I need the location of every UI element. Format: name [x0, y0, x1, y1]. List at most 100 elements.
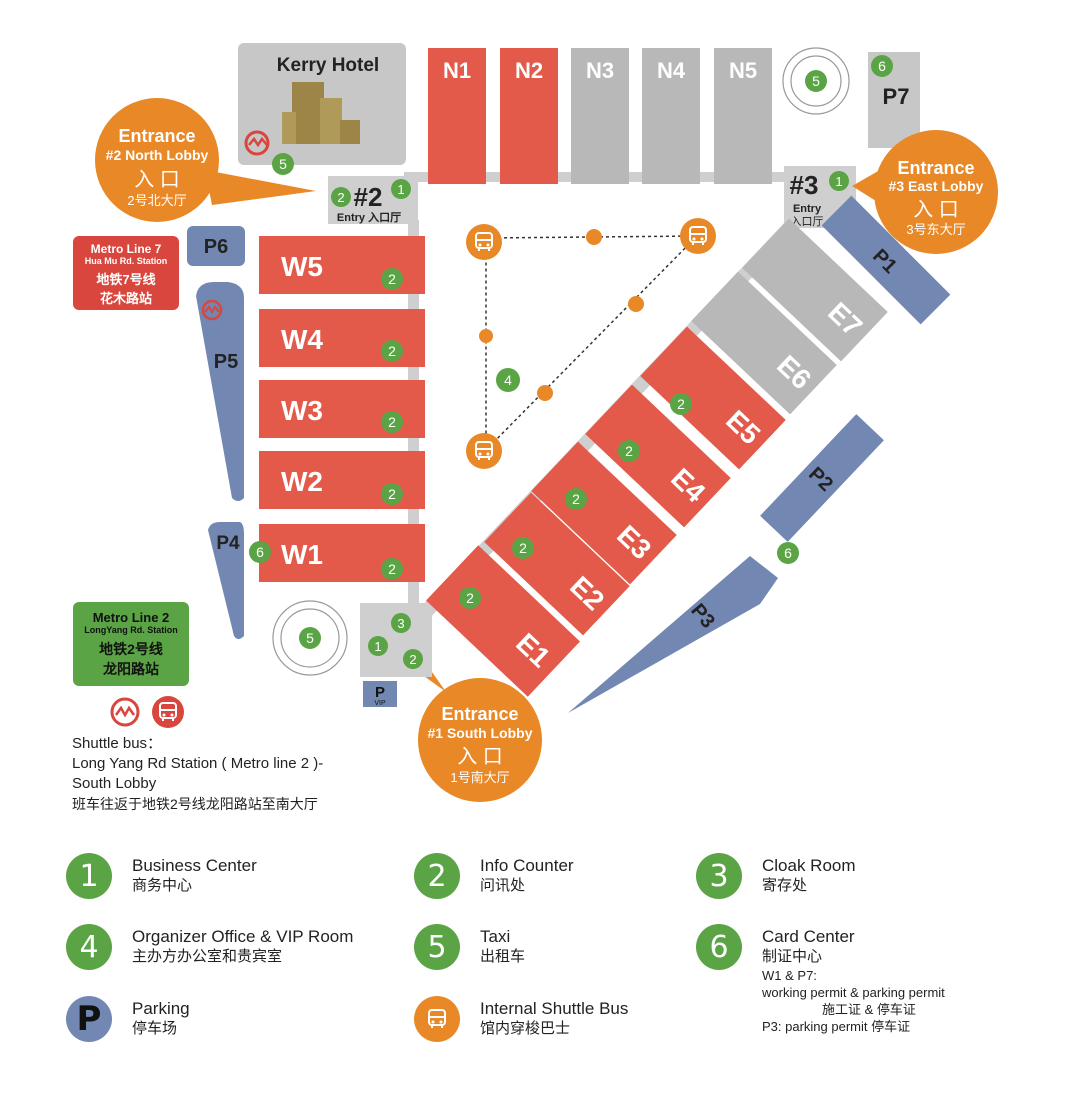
shuttle-bus-icon	[414, 996, 460, 1042]
svg-text:2: 2	[519, 540, 527, 556]
svg-text:2: 2	[625, 443, 633, 459]
hall-e2[interactable]	[484, 492, 630, 636]
svg-text:2: 2	[466, 590, 474, 606]
hall-w3-label: W3	[281, 395, 323, 426]
hall-n2[interactable]	[500, 48, 558, 184]
svg-text:2: 2	[388, 343, 396, 359]
card-center-p7-marker	[871, 55, 893, 77]
hall-n5[interactable]	[714, 48, 772, 184]
metro-logo-icon	[244, 130, 270, 156]
number-3-icon: 3	[696, 853, 742, 899]
hall-w5-label: W5	[281, 251, 323, 282]
north-halls: N1 N2 N3 N4 N5	[428, 48, 772, 184]
vip-parking[interactable]	[363, 681, 397, 707]
entry-3-cn: 入口厅	[791, 216, 824, 228]
shuttle-bus-note: Shuttle bus： Long Yang Rd Station ( Metr…	[72, 735, 324, 812]
hall-n1[interactable]	[428, 48, 486, 184]
hall-e6[interactable]	[691, 271, 837, 415]
metro-logo-icon-p5	[201, 299, 223, 321]
svg-text:2: 2	[677, 396, 685, 412]
parking-p3[interactable]	[568, 556, 778, 713]
hotel-label: Kerry Hotel	[277, 55, 379, 76]
svg-text:P: P	[375, 684, 385, 701]
hall-e5[interactable]	[640, 326, 786, 470]
svg-text:4: 4	[504, 372, 512, 388]
svg-text:入 口: 入 口	[457, 746, 503, 768]
hall-e1[interactable]	[426, 545, 580, 697]
hall-e3[interactable]	[531, 441, 677, 585]
entry-3-number: #3	[790, 170, 819, 200]
svg-text:Entrance: Entrance	[441, 704, 518, 724]
svg-text:2: 2	[388, 271, 396, 287]
parking-p6-label: P6	[204, 236, 228, 258]
organizer-office-marker	[496, 368, 520, 392]
entry-2-number: #2	[354, 182, 383, 212]
entrance-north-bubble[interactable]: Entrance #2 North Lobby 入 口 2号北大厅	[95, 98, 316, 222]
parking-p4[interactable]	[208, 522, 244, 639]
entrance-east-bubble[interactable]: Entrance #3 East Lobby 入 口 3号东大厅	[852, 130, 998, 254]
svg-text:2: 2	[388, 414, 396, 430]
parking-p2[interactable]	[760, 414, 884, 542]
parking-p5-label: P5	[214, 351, 238, 373]
svg-text:1: 1	[374, 639, 381, 654]
parking-p6[interactable]	[187, 226, 245, 266]
svg-text:6: 6	[878, 58, 886, 74]
shuttle-stop-icon	[466, 433, 502, 469]
number-1-icon: 1	[66, 853, 112, 899]
taxi-stand-south: 5	[272, 600, 348, 676]
hall-e7[interactable]	[742, 218, 888, 362]
svg-text:2: 2	[409, 652, 416, 667]
metro-line-7-box: Metro Line 7 Hua Mu Rd. Station 地铁7号线 花木…	[73, 236, 179, 310]
internal-shuttle-route: 4	[466, 218, 716, 469]
parking-p5[interactable]	[196, 282, 244, 501]
hall-e4[interactable]	[585, 384, 731, 528]
metro-logo-icon-shuttle	[110, 697, 140, 727]
shuttle-stop-icon	[680, 218, 716, 254]
svg-text:入 口: 入 口	[134, 169, 180, 191]
parking-p4-label: P4	[216, 533, 240, 554]
svg-text:6: 6	[784, 545, 792, 561]
svg-text:Entrance: Entrance	[897, 158, 974, 178]
bus-icon-shuttle	[152, 696, 184, 728]
entry-3-label: Entry	[793, 203, 822, 215]
hall-n1-label: N1	[443, 58, 471, 83]
east-halls: E1 E2 E3 E4 E5 E6 E7 2 2 2 2 2	[426, 218, 888, 697]
hall-w1-label: W1	[281, 539, 323, 570]
number-4-icon: 4	[66, 924, 112, 970]
svg-text:2: 2	[572, 491, 580, 507]
metro-line-2-box: Metro Line 2 LongYang Rd. Station 地铁2号线 …	[73, 602, 189, 686]
svg-text:1号南大厅: 1号南大厅	[450, 770, 509, 785]
svg-text:3: 3	[397, 616, 404, 631]
entrance-south-bubble[interactable]: Entrance #1 South Lobby 入 口 1号南大厅	[418, 672, 542, 802]
svg-text:2号北大厅: 2号北大厅	[127, 193, 186, 208]
hall-n2-label: N2	[515, 58, 543, 83]
shuttle-stop-icon	[466, 224, 502, 260]
svg-text:#2 North Lobby: #2 North Lobby	[106, 147, 209, 163]
hall-w2-label: W2	[281, 466, 323, 497]
svg-text:5: 5	[279, 156, 287, 172]
svg-text:1: 1	[835, 174, 842, 189]
svg-text:6: 6	[256, 544, 264, 560]
svg-text:2: 2	[388, 561, 396, 577]
parking-p7-label: P7	[883, 84, 910, 109]
svg-text:1: 1	[397, 182, 404, 197]
number-2-icon: 2	[414, 853, 460, 899]
taxi-stand-north: 5	[782, 47, 850, 115]
svg-text:#3 East Lobby: #3 East Lobby	[889, 178, 984, 194]
svg-text:Entrance: Entrance	[118, 126, 195, 146]
svg-text:5: 5	[306, 630, 314, 646]
svg-text:#1 South Lobby: #1 South Lobby	[428, 725, 533, 741]
svg-text:3号东大厅: 3号东大厅	[906, 222, 965, 237]
hall-n4[interactable]	[642, 48, 700, 184]
parking-p1[interactable]	[821, 195, 951, 325]
number-5-icon: 5	[414, 924, 460, 970]
hotel-building-icon	[282, 82, 360, 144]
hall-n3[interactable]	[571, 48, 629, 184]
